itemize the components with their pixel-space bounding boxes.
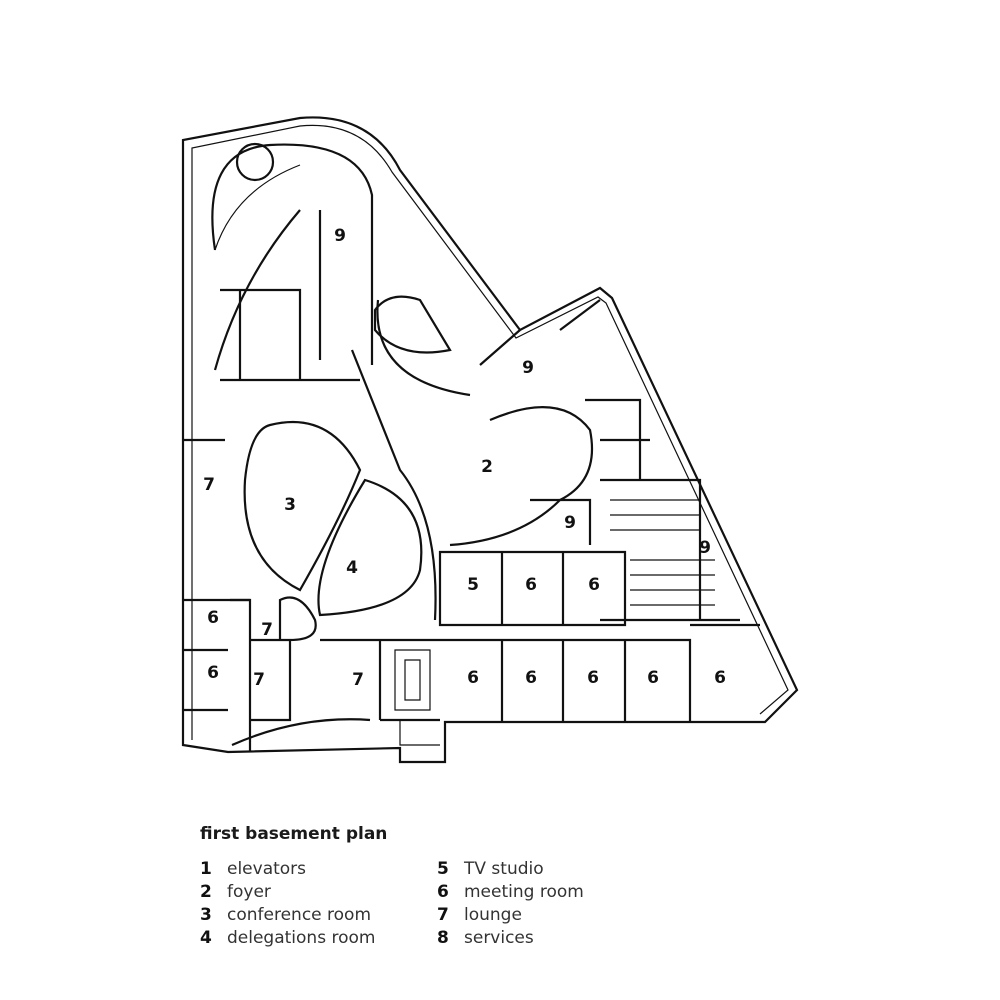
room-label: 6 [525, 575, 537, 595]
outer-wall [181, 116, 799, 764]
room-label: 7 [261, 620, 273, 640]
room-label: 9 [522, 358, 534, 378]
room-label: 6 [525, 668, 537, 688]
floor-plan: 9 9 2 3 7 4 9 9 5 6 6 6 7 6 7 7 6 6 6 6 … [181, 116, 799, 764]
foyer-wall [449, 406, 594, 547]
room-label: 6 [467, 668, 479, 688]
room-label: 6 [207, 608, 219, 628]
room-label: 6 [647, 668, 659, 688]
room-label: 7 [352, 670, 364, 690]
room-label: 7 [253, 670, 265, 690]
room-label: 6 [588, 575, 600, 595]
room-label: 7 [203, 475, 215, 495]
room-label: 2 [481, 457, 493, 477]
room-label: 4 [346, 558, 358, 578]
room-labels: 9 9 2 3 7 4 9 9 5 6 6 6 7 6 7 7 6 6 6 6 … [203, 226, 726, 690]
room-label: 6 [207, 663, 219, 683]
conference-room-wall [243, 420, 362, 592]
delegations-room-wall [317, 478, 423, 617]
room-label: 9 [699, 538, 711, 558]
room-label: 3 [284, 495, 296, 515]
room-label: 6 [714, 668, 726, 688]
room-label: 5 [467, 575, 479, 595]
room-label: 9 [564, 513, 576, 533]
ramp [211, 143, 374, 365]
room-label: 6 [587, 668, 599, 688]
room-label: 9 [334, 226, 346, 246]
plan-title: first basement plan [200, 824, 388, 844]
